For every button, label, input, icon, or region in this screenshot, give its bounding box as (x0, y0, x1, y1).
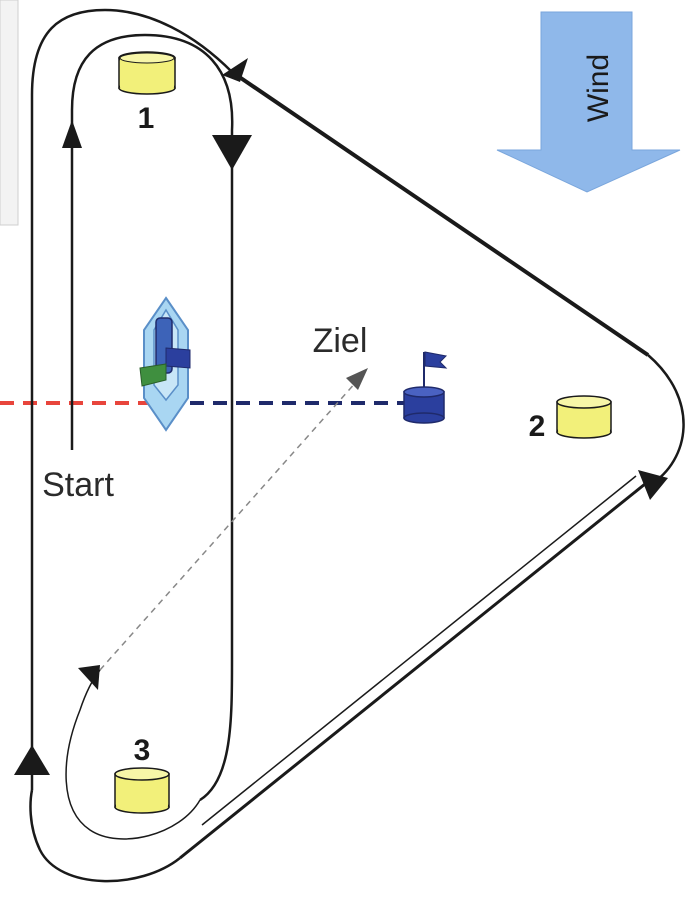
committee-boat-icon (139, 296, 191, 432)
finish-approach-line (99, 371, 366, 671)
course-leg-2-3-inner (201, 475, 637, 826)
arrowhead-mark2 (638, 470, 668, 500)
arrowhead-mark3-inner (78, 665, 100, 690)
wind-label: Wind (582, 54, 615, 122)
course-rounding-3-outer (29, 789, 181, 883)
arrowhead-mark1-top (222, 58, 248, 82)
finish-label: Ziel (313, 322, 368, 360)
finish-buoy (403, 351, 448, 424)
arrowhead-outer-up (14, 745, 50, 775)
mark-3-label: 3 (134, 734, 151, 767)
mark-1-label: 1 (138, 102, 155, 135)
course-leg-1-2 (230, 70, 650, 357)
arrowhead-finish (346, 368, 368, 390)
course-outer-leg (30, 8, 233, 790)
scan-edge-artifact (0, 0, 19, 226)
course-rounding-3-inner (65, 669, 201, 840)
arrowhead-start-up (62, 120, 82, 148)
course-leg-2-3 (179, 482, 646, 860)
mark-2-buoy (556, 395, 612, 439)
course-rounding-2 (647, 354, 685, 487)
course-inner-leg (70, 33, 234, 802)
arrowhead-inner-down (212, 135, 252, 170)
mark-2-label: 2 (529, 410, 546, 443)
mark-1-buoy (118, 51, 176, 95)
wind-arrow: Wind (496, 11, 681, 193)
mark-3-buoy (114, 767, 170, 814)
start-label: Start (42, 466, 114, 504)
